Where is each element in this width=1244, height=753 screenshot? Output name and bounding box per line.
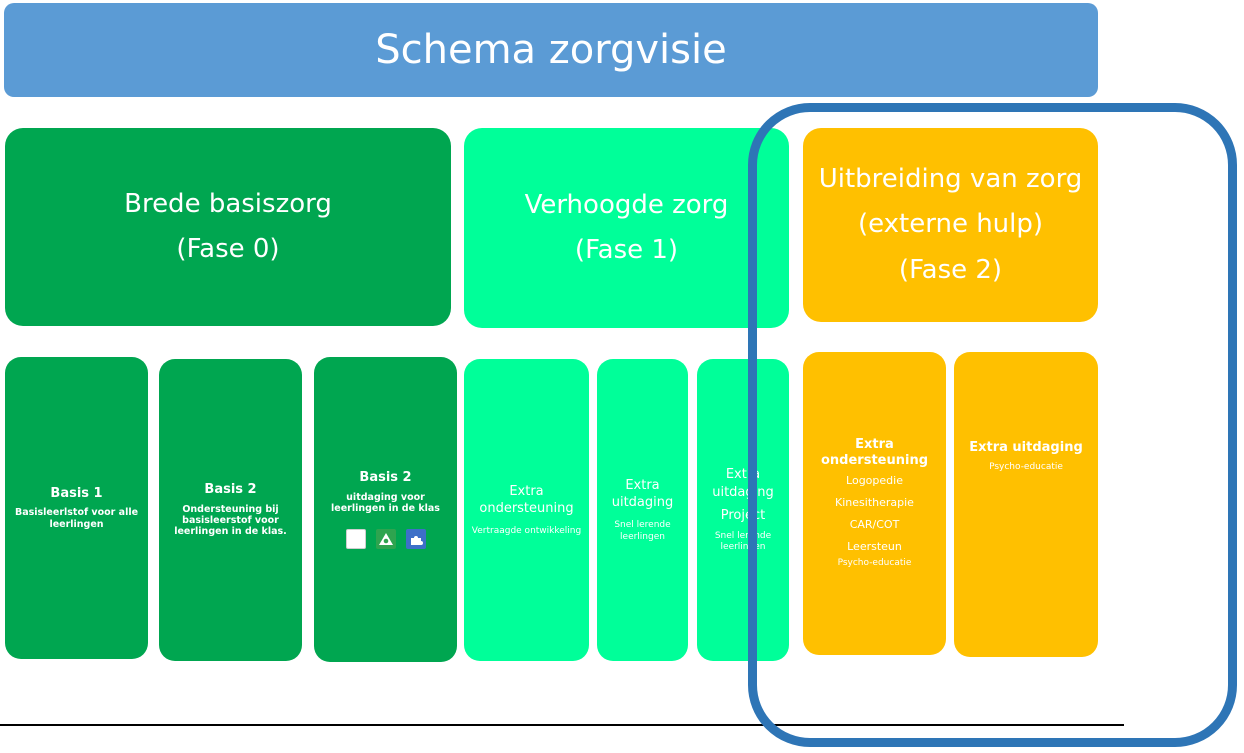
card-item: CAR/COT [849,518,900,532]
card-text: Basisleerlstof voor alle leerlingen [14,507,139,530]
card-title: Extra ondersteuning [820,437,928,468]
card-title: Basis 2 [204,482,257,498]
phase-2-name-line1: Uitbreiding van zorg [818,163,1083,194]
title-bar: Schema zorgvisie [4,3,1098,97]
page-title: Schema zorgvisie [375,27,727,73]
phase-0-label: (Fase 0) [176,234,280,264]
card-item: Psycho-educatie [837,558,912,569]
phase-1-name: Verhoogde zorg [524,189,729,220]
card-verhoogd-ondersteuning: Extra ondersteuning Vertraagde ontwikkel… [464,359,589,661]
card-text: Snel lerende leerlingen [714,530,772,553]
phase-2-label: (Fase 2) [898,254,1003,285]
phase-1-header: Verhoogde zorg (Fase 1) [464,128,789,328]
card-title: Basis 1 [50,485,103,501]
phase-2-header: Uitbreiding van zorg (externe hulp) (Fas… [803,128,1098,322]
card-text: uitdaging voor leerlingen in de klas [331,491,440,515]
card-title: Extra uitdaging [969,440,1083,455]
card-basis-2-uitdaging: Basis 2 uitdaging voor leerlingen in de … [314,357,457,662]
card-text: Vertraagde ontwikkeling [471,525,582,536]
triangle-icon[interactable] [375,528,396,549]
phase-1-label: (Fase 1) [574,235,679,265]
blank-icon[interactable] [345,528,366,549]
card-item: Logopedie [846,474,903,488]
icon-row [345,528,426,549]
phase-0-header: Brede basiszorg (Fase 0) [5,128,451,326]
phase-2-name-line2: (externe hulp) [857,209,1044,240]
card-item: Kinesitherapie [835,496,914,510]
phase-0-name: Brede basiszorg [124,188,332,219]
card-title: Basis 2 [359,470,412,486]
bottom-divider [0,724,1124,726]
card-verhoogd-uitdaging: Extra uitdaging Snel lerende leerlingen [597,359,688,661]
card-text: Snel lerende leerlingen [614,519,671,542]
card-uitbreiding-uitdaging: Extra uitdaging Psycho-educatie [954,352,1098,657]
card-uitbreiding-ondersteuning: Extra ondersteuning Logopedie Kinesither… [803,352,946,655]
card-title: Extra uitdaging [611,477,674,511]
card-basis-2-ondersteuning: Basis 2 Ondersteuning bij basisleerstof … [159,359,302,661]
puzzle-icon[interactable] [405,528,426,549]
card-basis-1: Basis 1 Basisleerlstof voor alle leerlin… [5,357,148,659]
card-item: Leersteun [847,540,902,554]
fase-2-highlight-outline [748,103,1237,747]
card-text: Ondersteuning bij basisleerstof voor lee… [174,503,287,538]
card-text: Psycho-educatie [989,461,1063,472]
card-title: Extra ondersteuning [479,483,574,517]
